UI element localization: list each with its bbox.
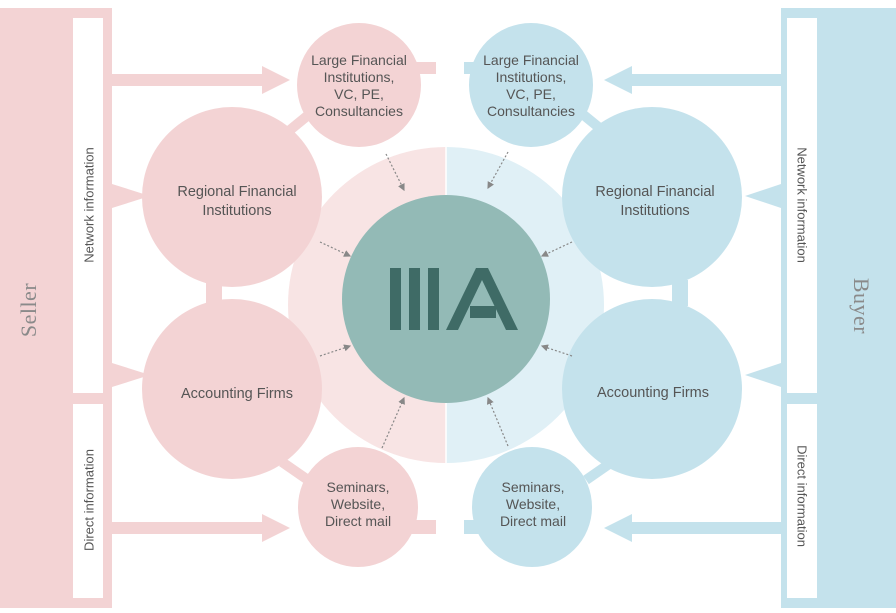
buyer-seminars-label: Seminars, Website, Direct mail <box>477 475 589 533</box>
buyer-direct-strip <box>787 404 817 598</box>
seller-arrow-accounting <box>112 363 150 387</box>
seller-seminars-line2: Website, <box>330 495 386 512</box>
seller-direct-strip <box>73 404 103 598</box>
buyer-regional-line2: Institutions <box>620 203 690 219</box>
dotted-arrows <box>319 151 573 449</box>
buyer-regional-line1: Regional Financial <box>595 184 715 200</box>
buyer-node-accounting <box>562 299 742 479</box>
buyer-network-strip <box>787 18 817 393</box>
buyer-accounting-line1: Accounting Firms <box>596 384 709 401</box>
seller-arrow-bottom <box>112 514 290 542</box>
seller-direct-label: Direct information <box>81 449 97 551</box>
seller-regional-line1: Regional Financial <box>177 184 297 200</box>
buyer-regional-label: Regional Financial Institutions <box>570 182 740 222</box>
seller-seminars-line1: Seminars, <box>326 478 390 495</box>
buyer-large-line2: Institutions, <box>495 69 567 85</box>
seller-network-label: Network information <box>81 147 97 263</box>
seller-regional-label: Regional Financial Institutions <box>152 182 322 222</box>
buyer-seminars-line3: Direct mail <box>499 512 567 529</box>
seller-title: Seller <box>16 282 41 338</box>
buyer-node-large <box>469 23 593 147</box>
buyer-seminars-line1: Seminars, <box>501 478 565 495</box>
buyer-node-seminars <box>472 447 592 567</box>
buyer-large-line4: Consultancies <box>487 103 575 119</box>
seller-node-large <box>297 23 421 147</box>
buyer-seminars-line2: Website, <box>505 495 561 512</box>
seller-large-label: Large Financial Institutions, VC, PE, Co… <box>299 48 419 124</box>
seller-network-strip <box>73 18 103 393</box>
buyer-large-line3: VC, PE, <box>506 86 556 102</box>
seller-large-line3: VC, PE, <box>334 86 384 102</box>
seller-arrow-regional <box>112 184 150 208</box>
seller-node-regional <box>142 107 322 287</box>
seller-connector-accounting-seminars <box>279 457 311 485</box>
seller-regional-line2: Institutions <box>202 203 272 219</box>
iia-logo-icon <box>390 268 518 330</box>
seller-accounting-line1: Accounting Firms <box>180 385 293 402</box>
seller-node-seminars <box>298 447 418 567</box>
buyer-accounting-label: Accounting Firms <box>568 382 738 404</box>
seller-accounting-label: Accounting Firms <box>152 383 322 405</box>
center-hub <box>342 195 550 403</box>
buyer-node-regional <box>562 107 742 287</box>
seller-seminars-label: Seminars, Website, Direct mail <box>302 475 414 533</box>
seller-arrow-top <box>112 66 290 94</box>
buyer-arrow-regional <box>745 184 781 208</box>
buyer-title: Buyer <box>849 277 874 335</box>
buyer-arrow-accounting <box>745 363 781 387</box>
seller-large-line4: Consultancies <box>315 103 403 119</box>
buyer-large-label: Large Financial Institutions, VC, PE, Co… <box>471 48 591 124</box>
buyer-large-line1: Large Financial <box>483 52 579 68</box>
buyer-arrow-top <box>604 66 781 94</box>
buyer-arrow-bottom <box>604 514 781 542</box>
seller-large-line1: Large Financial <box>311 52 407 68</box>
seller-seminars-line3: Direct mail <box>324 512 392 529</box>
buyer-network-label: Network information <box>794 147 810 263</box>
seller-large-line2: Institutions, <box>323 69 395 85</box>
buyer-direct-label: Direct information <box>794 445 810 547</box>
seller-node-accounting <box>142 299 322 479</box>
